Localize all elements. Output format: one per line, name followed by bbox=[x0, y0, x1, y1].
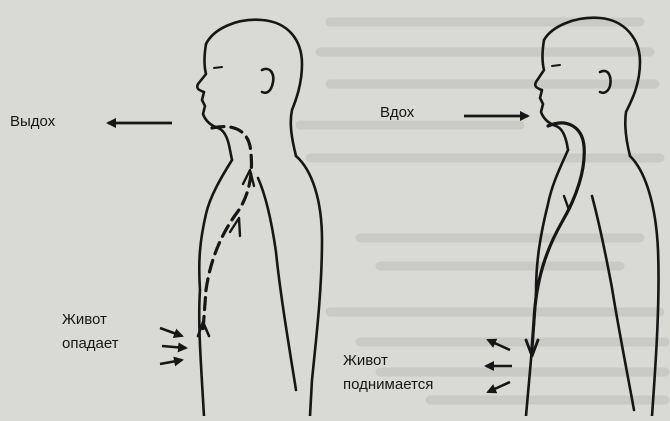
belly-rises-line-2: поднимается bbox=[343, 376, 433, 394]
belly-falls-label: Живот опадает bbox=[62, 311, 119, 353]
exhaling-head-outline bbox=[206, 20, 302, 156]
exhaling-airway-dashed bbox=[203, 127, 251, 330]
exhaling-front bbox=[199, 160, 232, 416]
inhale-label: Вдох bbox=[380, 104, 414, 122]
exhaling-arm bbox=[258, 178, 296, 390]
exhaling-back bbox=[296, 156, 322, 416]
belly-falls-line-2: опадает bbox=[62, 335, 119, 353]
belly-rises-arrows bbox=[486, 340, 512, 392]
exhale-label: Выдох bbox=[10, 113, 55, 131]
exhaling-face-profile bbox=[197, 44, 232, 160]
exhaling-person bbox=[197, 20, 322, 416]
inhaling-arm bbox=[592, 196, 634, 410]
belly-rises-label: Живот поднимается bbox=[343, 352, 433, 394]
belly-falls-line-1: Живот bbox=[62, 311, 119, 329]
exhaling-ear bbox=[262, 69, 273, 93]
inhaling-back bbox=[630, 156, 659, 416]
inhaling-person bbox=[526, 18, 659, 416]
belly-falls-arrows bbox=[160, 328, 186, 364]
belly-rises-line-1: Живот bbox=[343, 352, 433, 370]
